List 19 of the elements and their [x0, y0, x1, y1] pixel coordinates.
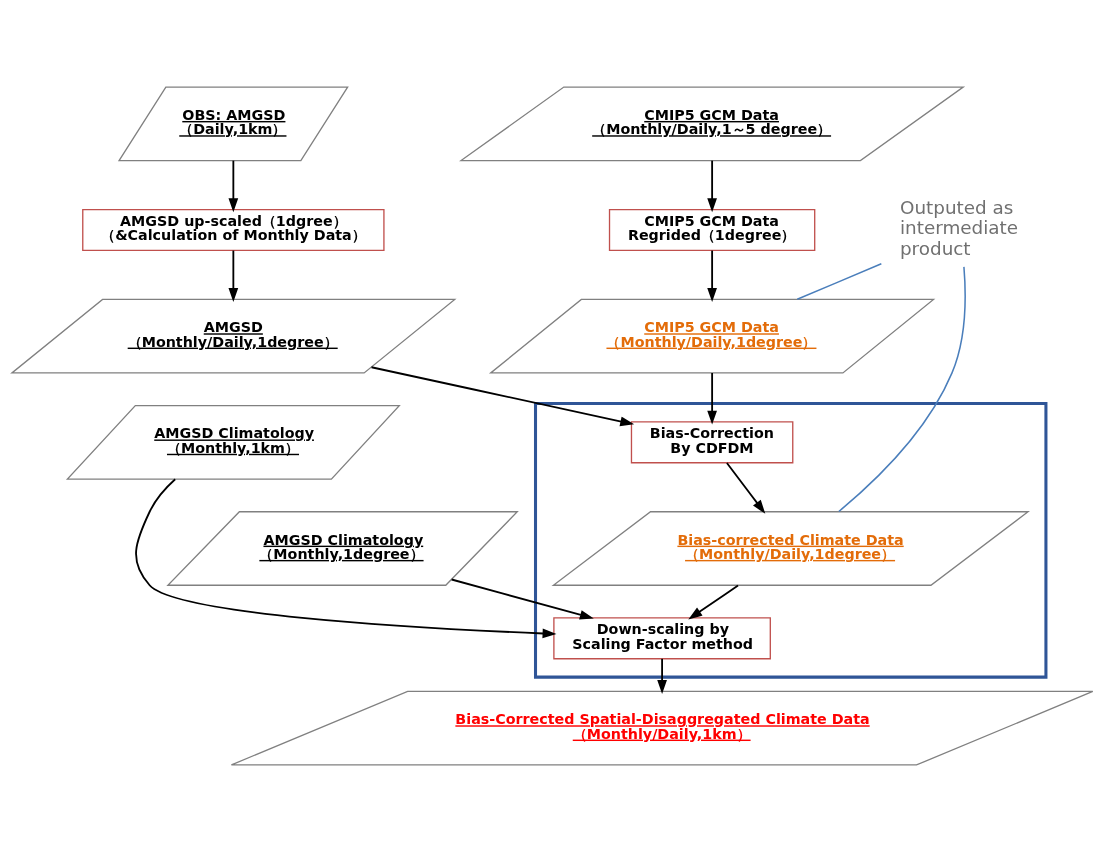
connector [796, 263, 883, 300]
node-box: Down-scaling by Scaling Factor method [553, 617, 771, 660]
arrow [450, 578, 594, 620]
arrow [707, 372, 717, 425]
connector [838, 266, 966, 513]
arrow [228, 249, 239, 302]
node-box: CMIP5 GCM Data Regrided（1degree） [608, 208, 816, 252]
node-text: Outputed as intermediate product [899, 197, 1019, 259]
arrow [135, 478, 557, 639]
arrow [657, 657, 667, 694]
arrow [707, 249, 717, 302]
node-box: AMGSD up-scaled（1dgree） （&Calculation of Monthly Data） [82, 208, 385, 252]
cluster [534, 402, 1048, 679]
arrow [726, 462, 766, 514]
arrow [688, 584, 739, 620]
node-box: Bias-Correction By CDFDM [630, 421, 794, 464]
arrow [707, 159, 717, 213]
arrow [228, 159, 239, 213]
arrow [370, 366, 635, 427]
